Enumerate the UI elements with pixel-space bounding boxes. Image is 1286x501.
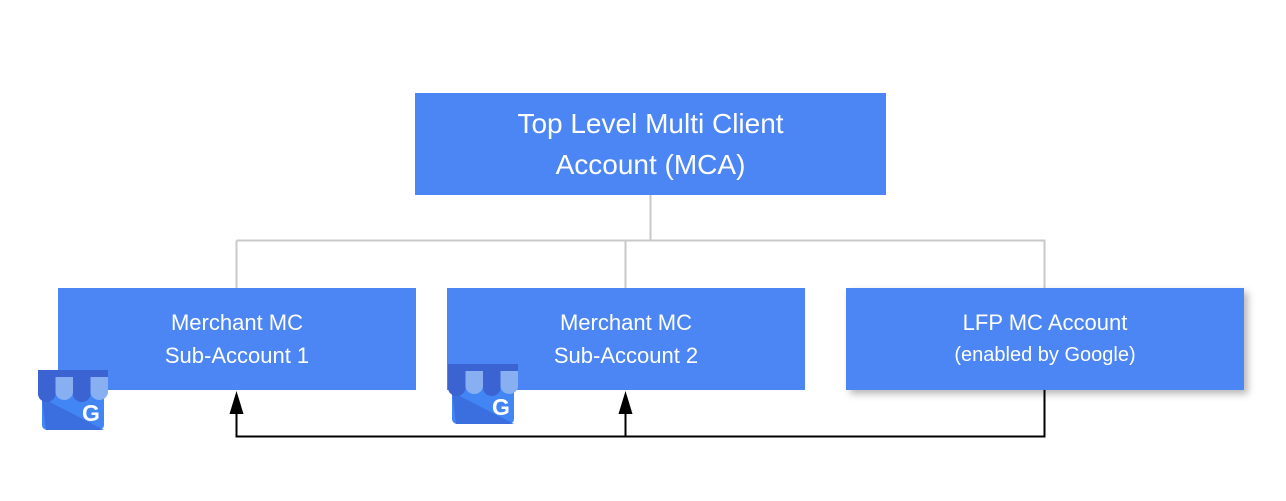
icon-letter-g: G <box>82 400 100 426</box>
node-merchant-sub-account-1: Merchant MC Sub-Account 1 <box>58 288 416 390</box>
node-label-line: Merchant MC <box>170 310 304 335</box>
arrowhead-to-sub1 <box>229 391 244 414</box>
icon-letter-g: G <box>492 394 510 420</box>
flow-connector-lines <box>235 390 1046 438</box>
node-label-line: Sub-Account 1 <box>164 343 310 368</box>
node-label-line: (enabled by Google) <box>954 344 1136 366</box>
node-label-line: Account (MCA) <box>555 149 746 180</box>
node-label-line: Sub-Account 2 <box>553 343 699 368</box>
node-label-line: Merchant MC <box>559 310 693 335</box>
node-label-line: Top Level Multi Client <box>517 108 784 139</box>
google-business-profile-icon: G <box>38 370 108 430</box>
google-business-profile-icon: G <box>448 364 518 424</box>
node-lfp-mc-account: LFP MC Account (enabled by Google) <box>846 288 1244 390</box>
node-top-level-mca: Top Level Multi Client Account (MCA) <box>415 93 886 195</box>
node-label-line: LFP MC Account <box>962 310 1128 335</box>
tree-connector-lines <box>235 195 1046 288</box>
arrowhead-to-sub2 <box>618 391 633 414</box>
